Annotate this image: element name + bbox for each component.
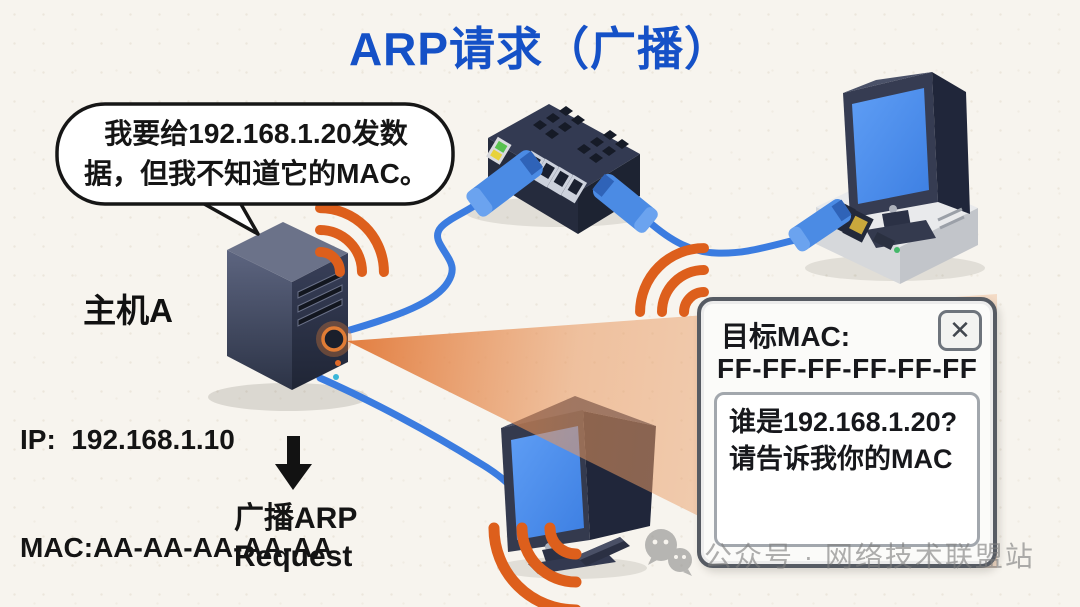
speech-bubble-line2: 据，但我不知道它的MAC。	[84, 158, 428, 189]
broadcast-arp-line1: 广播ARP	[234, 502, 358, 535]
speech-bubble-text: 我要给192.168.1.20发数 据，但我不知道它的MAC。	[62, 114, 450, 194]
host-a-label: 主机A	[83, 292, 173, 329]
host-a-tower	[227, 222, 352, 390]
led-cyan	[333, 374, 339, 380]
watermark: 公众号 · 网络技术联盟站	[640, 528, 1035, 582]
wifi-wave-icons	[315, 203, 709, 607]
arp-packet-dialog: 目标MAC: ✕ FF-FF-FF-FF-FF-FF 谁是192.168.1.2…	[697, 297, 997, 568]
wifi-wave-icon-middle	[635, 243, 709, 317]
cable-plug-left	[466, 150, 543, 217]
cable-switch-to-hostA	[346, 202, 478, 334]
network-switch	[466, 104, 658, 234]
drive-bays	[297, 270, 343, 327]
monitor-screen	[511, 426, 584, 540]
close-icon: ✕	[949, 315, 971, 345]
speech-bubble	[55, 102, 455, 236]
down-arrow-icon	[275, 436, 312, 490]
wechat-icon	[645, 529, 692, 576]
close-button[interactable]: ✕	[938, 310, 982, 351]
arp-question-line2: 请告诉我你的MAC	[729, 444, 953, 474]
dialog-target-mac-value: FF-FF-FF-FF-FF-FF	[717, 353, 978, 384]
broadcast-arp-label: 广播ARP Request	[234, 500, 357, 576]
broadcast-arp-line2: Request	[234, 540, 353, 573]
cable-plug-pc	[788, 199, 852, 252]
cable-hostA-to-bottom-pc	[316, 374, 516, 492]
page-title: ARP请求（广播）	[348, 23, 732, 75]
watermark-text: 公众号 · 网络技术联盟站	[704, 541, 1035, 572]
host-a-mac: MAC:AA-AA-AA-AA-AA	[20, 532, 333, 563]
led-orange	[335, 360, 341, 366]
keyboard-bar	[576, 537, 630, 566]
network-cables	[316, 202, 799, 492]
arp-question-line1: 谁是192.168.1.20?	[729, 407, 958, 437]
arp-question-box: 谁是192.168.1.20? 请告诉我你的MAC	[714, 392, 980, 547]
host-a-addresses: IP: 192.168.1.10 MAC:AA-AA-AA-AA-AA	[20, 350, 333, 607]
case-side	[900, 208, 978, 284]
switch-vents	[533, 106, 629, 163]
case-vents	[937, 207, 965, 230]
monitor	[843, 72, 970, 248]
pc-top-right	[788, 72, 978, 284]
dialog-target-mac-label: 目标MAC:	[721, 321, 851, 352]
speech-bubble-line1: 我要给192.168.1.20发数	[104, 118, 408, 149]
power-button	[316, 321, 352, 357]
cable-plug-right	[592, 173, 658, 233]
switch-uplink-indicator	[485, 136, 512, 165]
wifi-wave-icon-hostA	[315, 203, 389, 277]
cable-switch-to-pc	[644, 217, 799, 257]
host-a-ip: IP: 192.168.1.10	[20, 424, 235, 455]
wifi-wave-icon-bottom	[488, 522, 582, 607]
